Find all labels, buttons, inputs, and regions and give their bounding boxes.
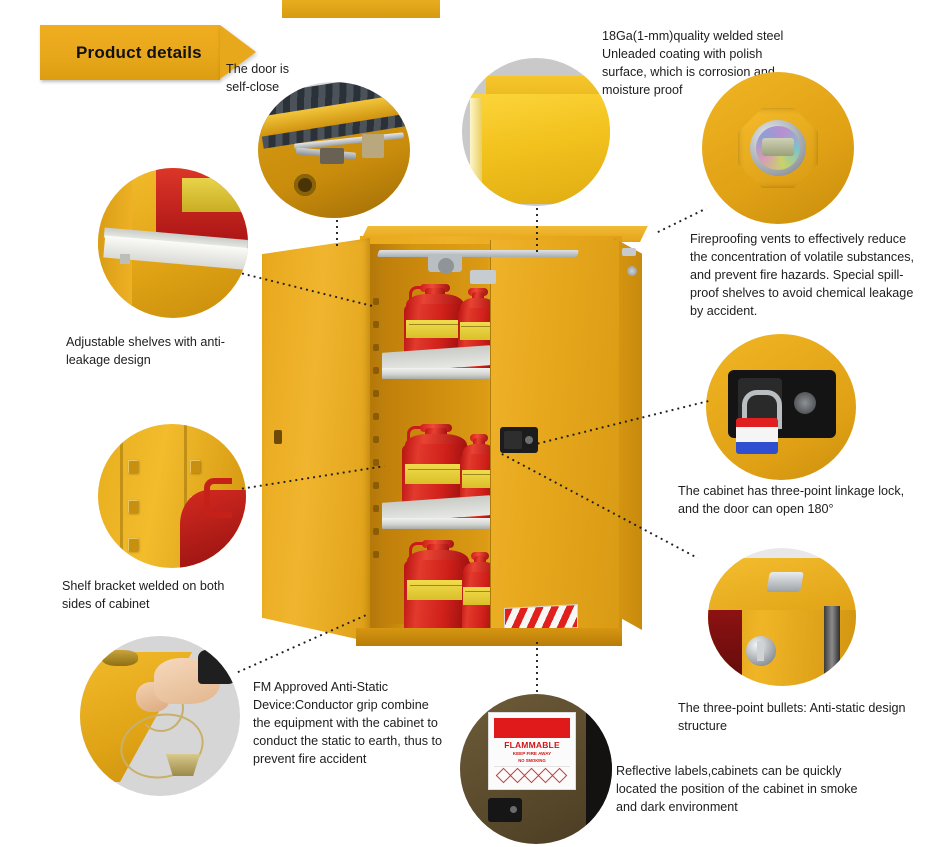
caption-door-self-close: The door is self-close [226,62,289,94]
adjustable-shelf-detail-photo [98,168,248,318]
flammable-label-subtitle: KEEP FIRE AWAY [512,751,552,756]
caption-adjustable-shelves: Adjustable shelves with anti- leakage de… [66,335,225,367]
connector-line [336,218,338,248]
three-point-lock-detail-photo [706,334,856,480]
shelf-bracket-detail-photo [98,424,246,568]
door-closer-detail-photo [258,82,410,218]
anti-static-device-detail-photo [80,636,240,796]
page-title: Product details [76,42,202,62]
main-product-photo [252,222,672,674]
caption-fireproofing-vents: Fireproofing vents to effectively reduce… [690,232,915,318]
connector-line [655,207,707,234]
cabinet-door-handle [274,430,282,444]
connector-line [536,640,538,692]
flammable-label-title: FLAMMABLE [504,740,560,750]
caption-anti-static: FM Approved Anti-Static Device:Conductor… [253,680,443,766]
three-point-bullets-detail-photo [708,548,856,686]
safety-can [404,540,472,636]
cabinet-hinge [622,248,636,256]
shelf-adjustment-slots [372,282,381,582]
reflective-label-detail-photo: FLAMMABLE KEEP FIRE AWAY NO SMOKING [460,694,612,844]
door-closer-arm [376,250,580,257]
flammable-warning-label: FLAMMABLE KEEP FIRE AWAY NO SMOKING [488,712,576,790]
welded-steel-panel-detail-photo [462,58,610,206]
product-details-banner: Product details [40,25,220,80]
fireproof-vent-detail-photo [702,72,854,224]
shelf-middle [382,518,492,529]
cabinet-door-lock [500,427,538,453]
banner-arrow-shape [220,25,256,79]
caption-three-point-bullets: The three-point bullets: Anti-static des… [678,701,906,733]
top-cropped-photo-strip [282,0,440,18]
caption-shelf-bracket: Shelf bracket welded on both sides of ca… [62,579,225,611]
flammable-label-subtitle-2: NO SMOKING [518,758,546,763]
caption-reflective-labels: Reflective labels,cabinets can be quickl… [616,764,858,814]
shelf-upper [382,368,492,379]
cabinet-base [356,628,622,646]
door-closer-pivot [438,258,454,274]
grounding-plug-icon [488,798,522,822]
caption-three-point-lock: The cabinet has three-point linkage lock… [678,484,905,516]
door-closer-plate [470,270,496,284]
connector-line [536,206,538,256]
fireproof-vent-icon [627,266,637,276]
